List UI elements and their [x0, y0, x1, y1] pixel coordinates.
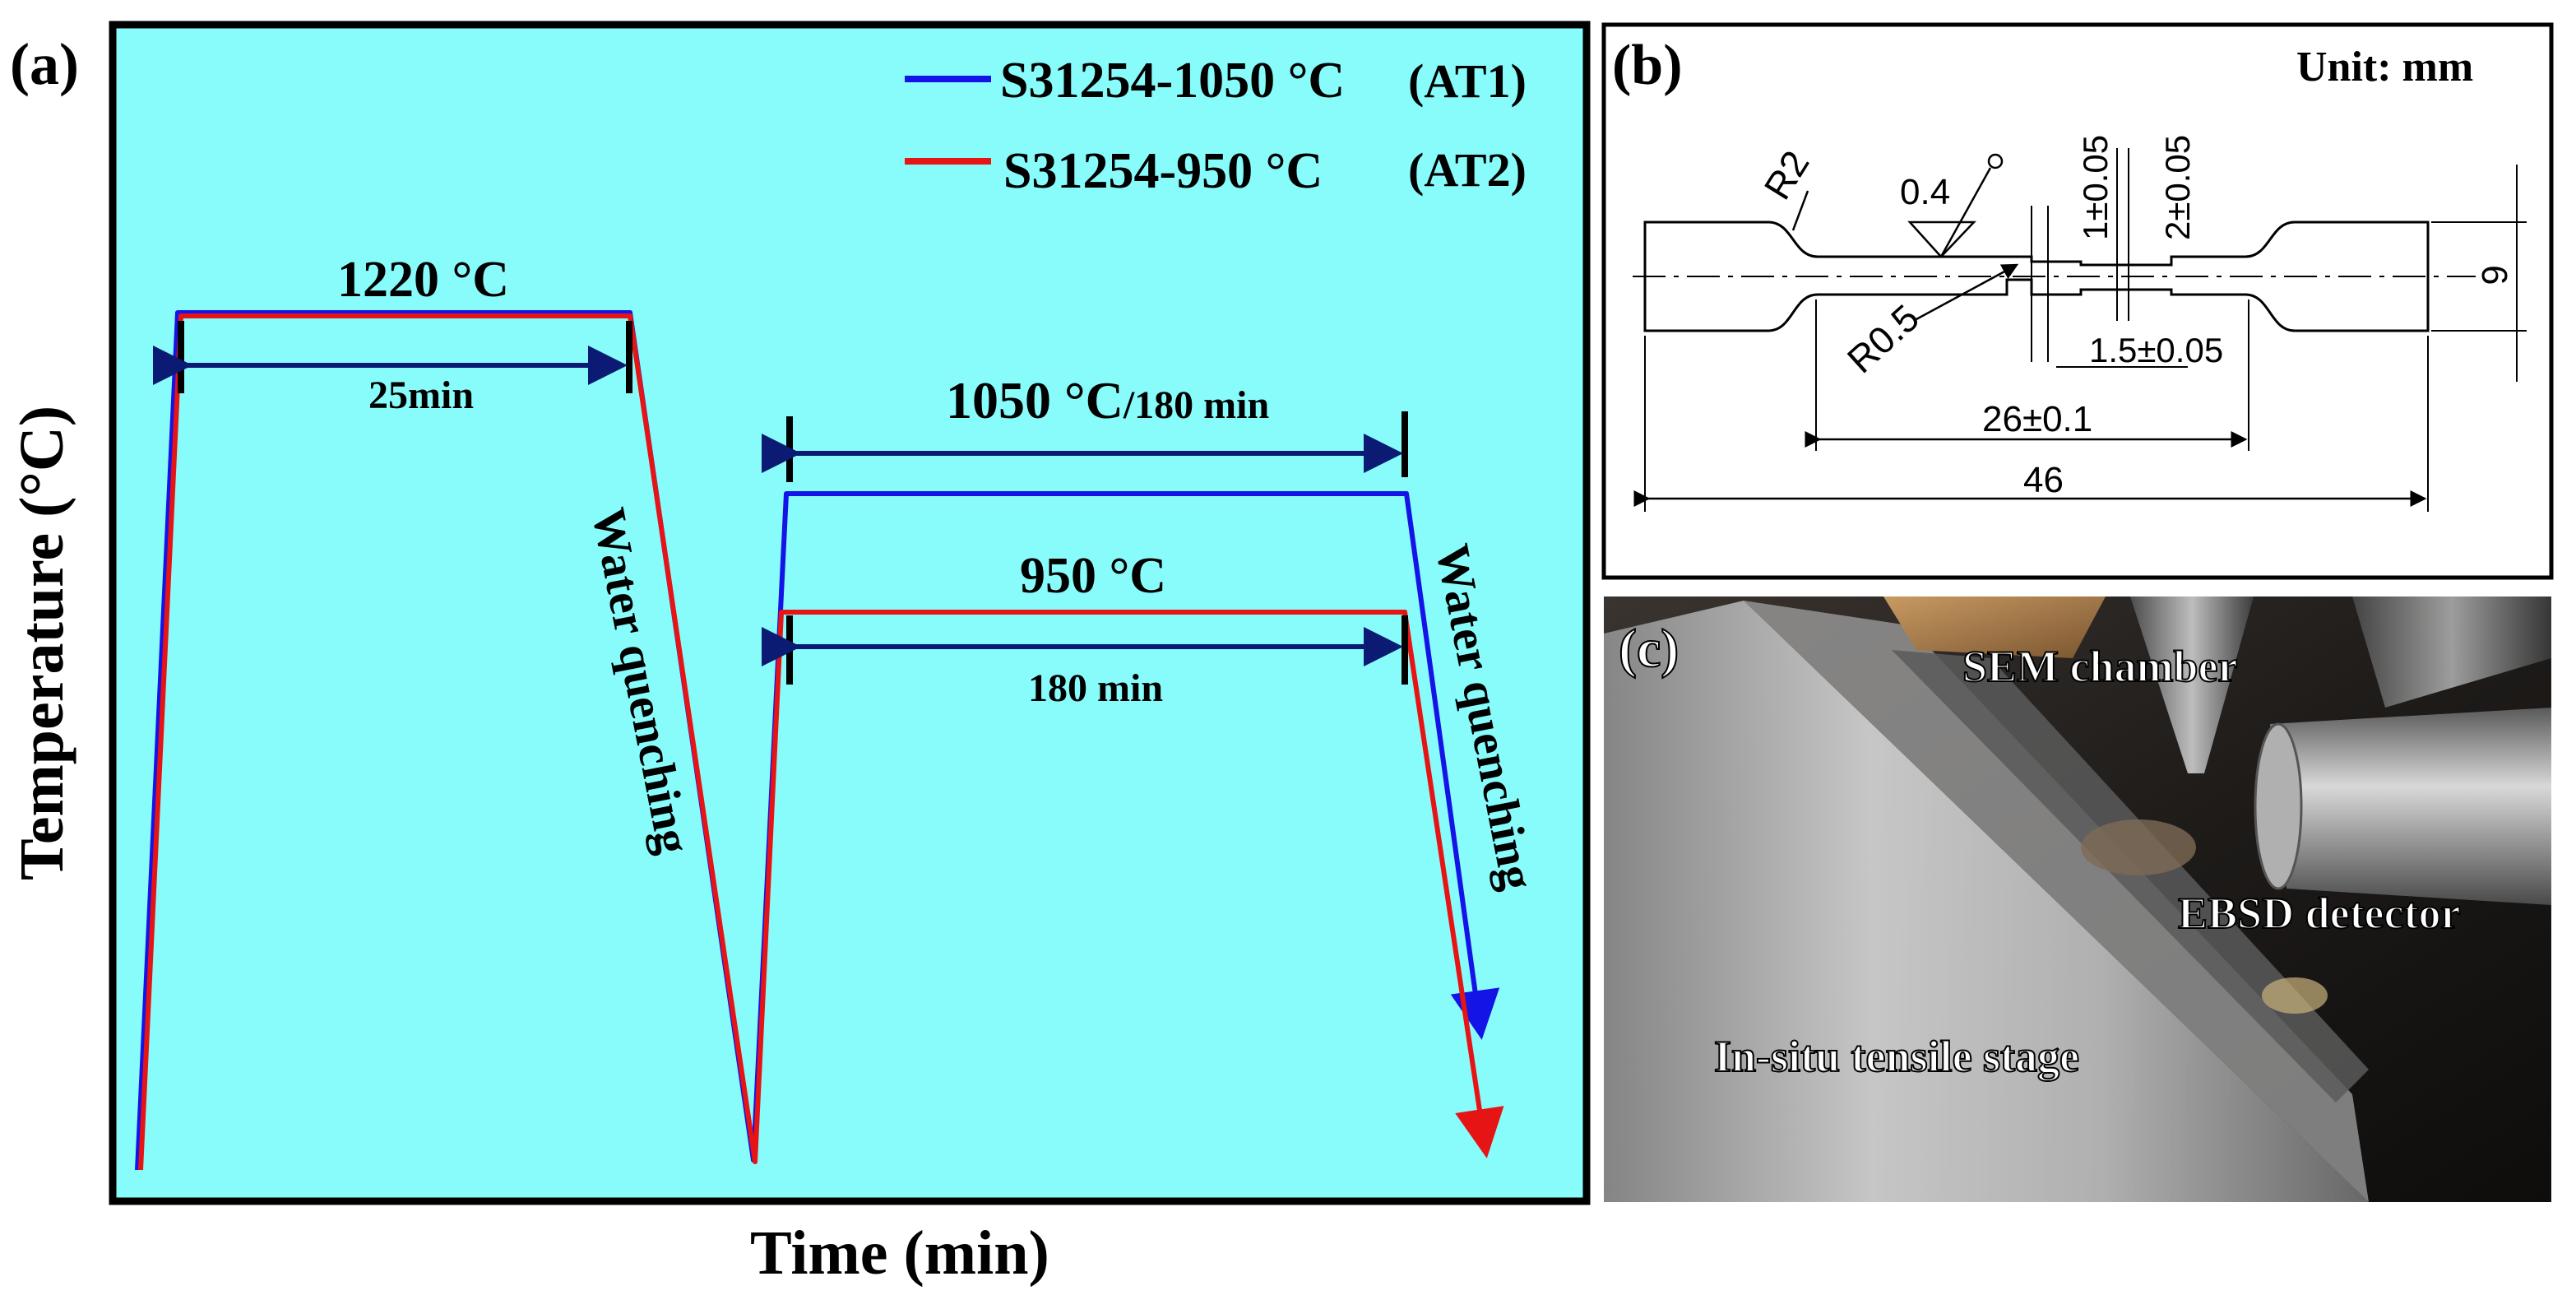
- tensile-stage-plate: [1604, 601, 2369, 1202]
- legend-label-at2: S31254-950 °C: [1003, 143, 1323, 199]
- roughness-label: 0.4: [1900, 172, 1950, 212]
- ebsd-label: EBSD detector: [2178, 889, 2460, 938]
- sem-cone: [2130, 596, 2254, 773]
- legend: S31254-1050 °C (AT1) S31254-950 °C (AT2): [905, 53, 1527, 199]
- dim-2-label: 2±0.05: [2158, 135, 2197, 240]
- roughness-circle: [1987, 153, 2004, 169]
- ebsd-cylinder: [2270, 708, 2551, 905]
- dim-6-label: 6: [2474, 265, 2514, 285]
- specimen-outline: [1643, 220, 2430, 332]
- legend-tag-at2: (AT2): [1408, 143, 1527, 197]
- legend-tag-at1: (AT1): [1408, 54, 1527, 108]
- specimen-holder: [2081, 819, 2196, 875]
- legend-label-at1: S31254-1050 °C: [1000, 53, 1345, 109]
- tensile-stage-edge: [1744, 601, 2369, 1202]
- series-at2-line: [138, 313, 1504, 1171]
- panel-c: (c) SEM chamber EBSD detector In-situ te…: [1604, 596, 2551, 1202]
- stage-label: In-situ tensile stage: [1714, 1032, 2079, 1081]
- y-axis-label: Temperature (°C): [7, 406, 76, 880]
- sem-label: SEM chamber: [1962, 642, 2237, 691]
- wire-highlight: [2262, 977, 2328, 1014]
- panel-a: (a) S31254-1050 °C (AT1) S31254-950 °C (…: [7, 21, 1591, 1288]
- dim-46-label: 46: [2023, 460, 2064, 500]
- dim-1-5-label: 1.5±0.05: [2089, 331, 2223, 369]
- roughness-symbol: [1907, 167, 1992, 258]
- annotation-aging2-temp: 950 °C: [1020, 548, 1166, 604]
- panel-b-label: (b): [1612, 34, 1683, 97]
- unit-label: Unit: mm: [2296, 44, 2473, 91]
- stage-rail: [1892, 650, 2369, 1102]
- panel-b-frame: [1601, 22, 2554, 580]
- ebsd-face: [2254, 722, 2303, 890]
- panel-a-label: (a): [10, 31, 79, 97]
- annotation-solution-temp: 1220 °C: [337, 252, 509, 308]
- annotation-solution-time: 25min: [368, 374, 474, 417]
- r2-leader: [1791, 190, 1809, 231]
- dim-26-label: 26±0.1: [1982, 399, 2092, 439]
- x-axis-label: Time (min): [750, 1218, 1049, 1288]
- panel-b: (b) Unit: mm 46 26±0.1 6 1±0.05 2±0.05 1…: [1601, 22, 2554, 580]
- annotation-aging1: 1050 °C/180 min: [946, 371, 1269, 429]
- panel-c-label: (c): [1619, 619, 1679, 679]
- sem-detector-right: [2352, 596, 2551, 708]
- dim-1-label: 1±0.05: [2076, 135, 2115, 240]
- r05-leader: [1916, 263, 2019, 321]
- copper-part: [1883, 596, 2106, 658]
- annotation-aging2-time: 180 min: [1028, 666, 1163, 710]
